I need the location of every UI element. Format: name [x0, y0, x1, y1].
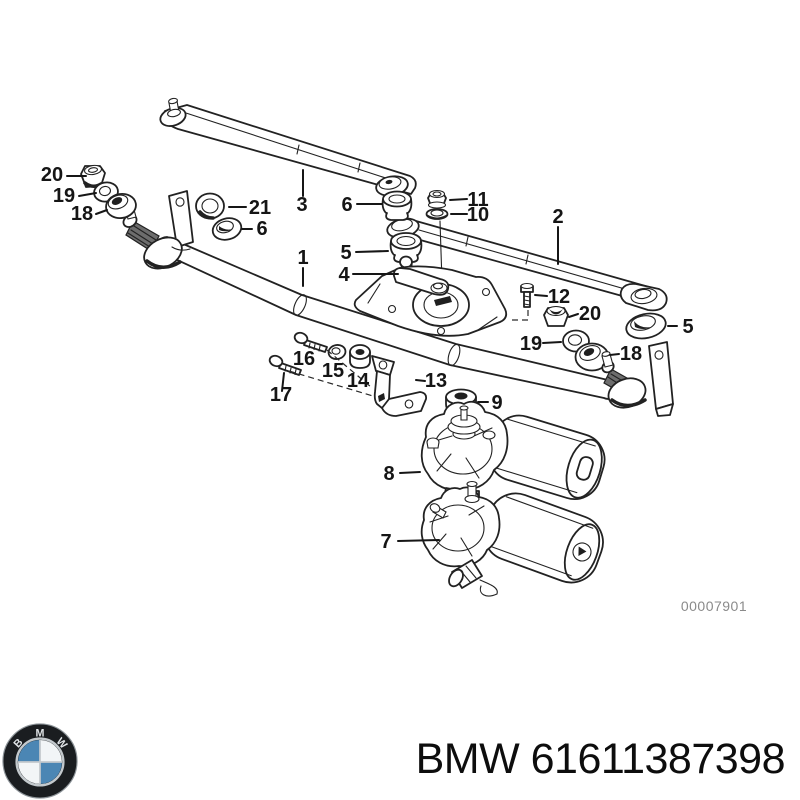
callout-7: 7	[380, 531, 391, 553]
callout-13: 13	[425, 370, 447, 392]
ring-21	[195, 192, 225, 220]
callout-2: 2	[552, 206, 563, 228]
grommet-18-right	[574, 342, 610, 372]
bolt-12	[511, 282, 534, 321]
callout-16: 16	[293, 348, 315, 370]
bmw-logo-quadrants	[18, 740, 62, 784]
crank-arm	[392, 267, 450, 296]
bushing-14	[349, 344, 371, 369]
link-rod-upper	[159, 97, 417, 197]
part-number-title: BMW 61611387398	[415, 735, 786, 783]
damper-6-center	[381, 190, 413, 221]
nut-11	[427, 189, 447, 209]
drawing-number: 00007901	[681, 598, 747, 614]
callout-1: 1	[297, 247, 308, 269]
callout-6-left: 6	[256, 218, 267, 240]
callout-20-left: 20	[41, 164, 63, 186]
leader-lines	[66, 169, 678, 542]
callout-20-right: 20	[579, 303, 601, 325]
callout-19-right: 19	[520, 333, 542, 355]
callout-labels: 20 19 18 21 6 3 6 11 10 2 5 4 1 12 20 19…	[41, 164, 694, 553]
link-rod-lower	[386, 217, 668, 312]
callout-5-center: 5	[340, 242, 351, 264]
left-pivot-assembly	[122, 190, 194, 270]
callout-4: 4	[338, 264, 350, 286]
bracket-13	[371, 355, 428, 417]
grommet-18-left	[105, 192, 137, 220]
bolt-17	[268, 354, 302, 376]
callout-15: 15	[322, 360, 344, 382]
callout-14: 14	[347, 370, 370, 392]
callout-6-center: 6	[341, 194, 352, 216]
callout-18-left: 18	[71, 203, 93, 225]
callout-11: 11	[467, 189, 488, 211]
bmw-logo: B M W	[1, 721, 79, 799]
callout-9: 9	[491, 392, 502, 414]
oval-grommet-6-left	[211, 217, 243, 241]
nut-20-left	[80, 164, 106, 188]
bolt-16	[293, 331, 328, 353]
callout-18-right: 18	[620, 343, 642, 365]
callout-21: 21	[249, 197, 271, 219]
nut-20-right	[543, 305, 569, 327]
right-pivot-assembly	[601, 341, 674, 417]
callout-8: 8	[383, 463, 394, 485]
wiper-motor-8	[420, 400, 606, 502]
callout-12: 12	[548, 286, 570, 308]
callout-17: 17	[270, 384, 292, 406]
oval-grommet-5-right	[625, 312, 667, 340]
wiper-motor-7	[420, 480, 604, 597]
callout-10: 10	[467, 204, 489, 226]
callout-5-right: 5	[682, 316, 693, 338]
callout-3: 3	[296, 194, 307, 216]
callout-19-left: 19	[53, 185, 75, 207]
svg-text:M: M	[36, 728, 45, 740]
fastener-guide-line	[288, 370, 374, 397]
